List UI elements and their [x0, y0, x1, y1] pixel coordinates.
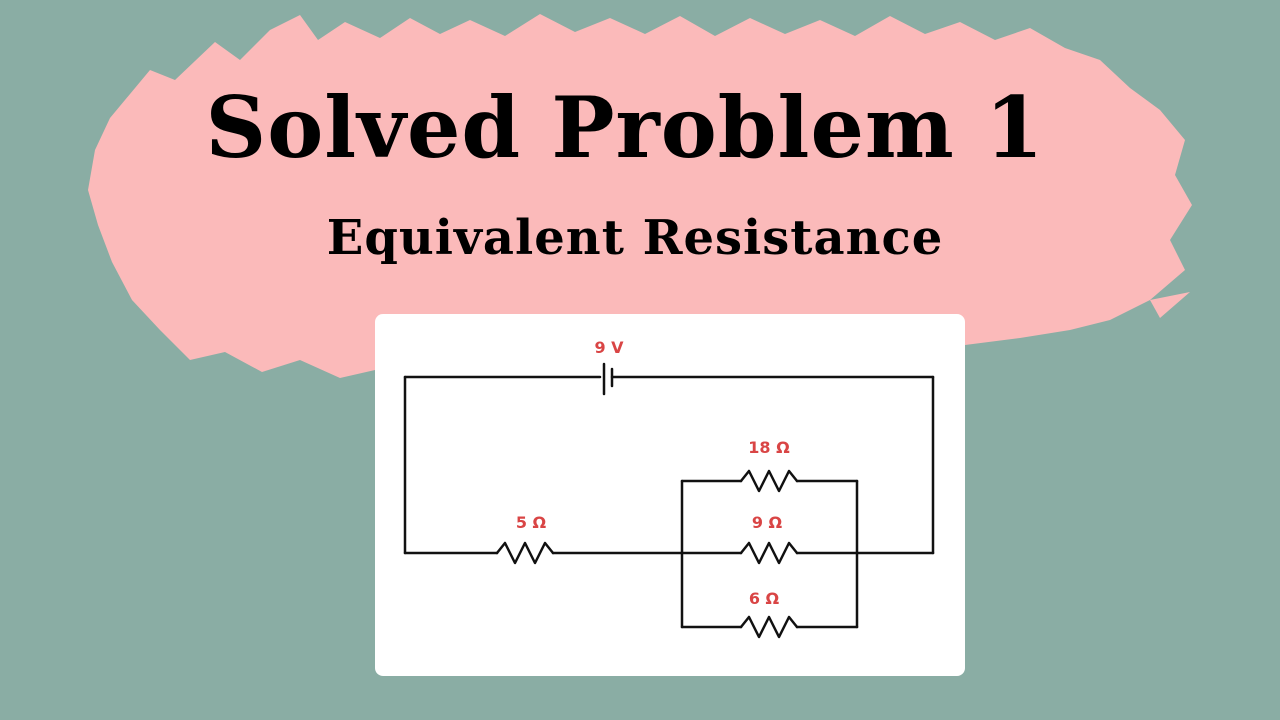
resistor-6-label: 6 Ω [749, 589, 780, 608]
battery-label: 9 V [594, 338, 624, 357]
page-title: Solved Problem 1 [205, 78, 1045, 177]
resistor-6-ohm [739, 615, 799, 639]
resistor-9-label: 9 Ω [752, 513, 783, 532]
resistor-18-ohm [739, 469, 799, 493]
resistor-5-label: 5 Ω [516, 513, 547, 532]
resistor-18-label: 18 Ω [748, 438, 790, 457]
page-subtitle: Equivalent Resistance [326, 210, 944, 266]
resistor-9-ohm [739, 541, 799, 565]
circuit-diagram-card: 9 V 5 Ω 18 Ω 9 Ω 6 Ω [375, 314, 965, 676]
circuit-diagram: 9 V 5 Ω 18 Ω 9 Ω 6 Ω [403, 338, 935, 639]
resistor-5-ohm [495, 541, 555, 565]
